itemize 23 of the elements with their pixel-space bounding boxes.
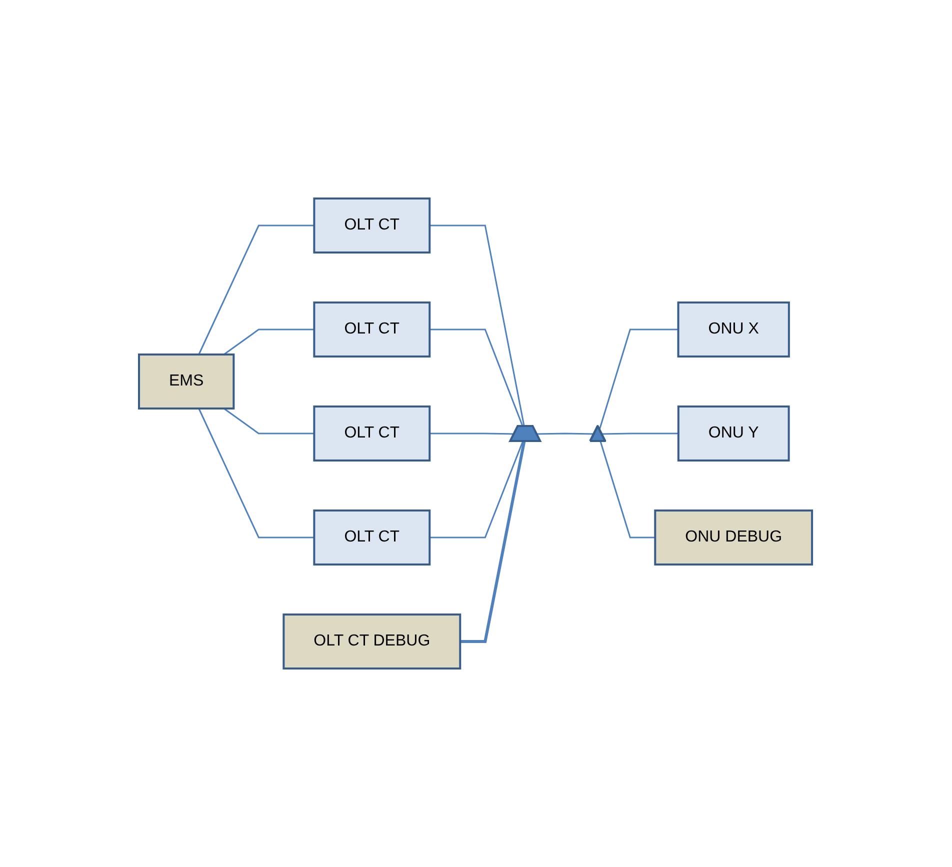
connector xyxy=(430,328,524,427)
node-box: OLT CT xyxy=(314,198,432,254)
connector xyxy=(430,432,515,435)
connector xyxy=(602,432,679,435)
connector xyxy=(430,224,526,427)
connector xyxy=(430,441,524,538)
node-box: OLT CT xyxy=(314,406,432,462)
connector xyxy=(198,408,315,538)
node-trapezoid xyxy=(509,425,542,442)
connector xyxy=(198,224,315,355)
connector xyxy=(460,441,526,643)
connector xyxy=(599,328,679,430)
node-box: OLT CT xyxy=(314,302,432,358)
node-box: ONU Y xyxy=(678,406,790,462)
node-box: ONU X xyxy=(678,302,790,358)
node-box: ONU DEBUG xyxy=(654,510,814,566)
node-box: EMS xyxy=(138,354,236,410)
connector xyxy=(224,408,315,434)
connector xyxy=(537,432,595,435)
node-box: OLT CT DEBUG xyxy=(283,614,462,670)
node-box: OLT CT xyxy=(314,510,432,566)
connector xyxy=(600,441,656,538)
connector xyxy=(224,328,315,356)
